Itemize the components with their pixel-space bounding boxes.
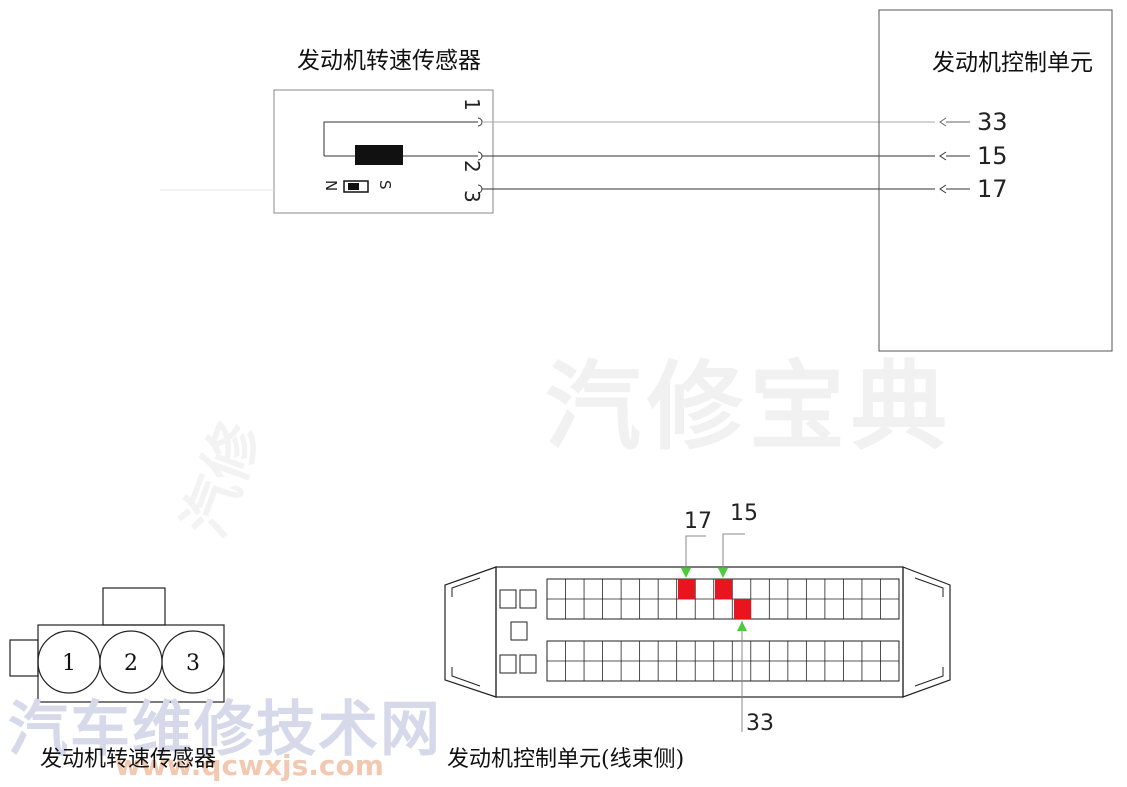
watermark-center: 汽修宝典 <box>545 351 953 463</box>
sensor-terminal-2 <box>477 151 483 161</box>
ecu-connector <box>444 566 951 698</box>
sensor-connector-label-1: 1 <box>62 651 76 676</box>
callout-15-label: 15 <box>730 501 758 526</box>
watermark-url: www.qcwxjs.com <box>115 749 384 782</box>
ecu-pin-33-arrow <box>939 117 947 127</box>
ecu-pin-17: 17 <box>977 175 1008 203</box>
sensor-coil <box>355 145 403 165</box>
sensor-caption: 发动机转速传感器 <box>40 747 216 772</box>
sensor-box <box>273 89 494 214</box>
callout-15-leader <box>722 533 745 574</box>
ecu-pin-15-arrow <box>939 151 947 161</box>
ecu-pin-33: 33 <box>977 108 1008 136</box>
sensor-connector-label-2: 2 <box>124 651 138 676</box>
callout-15-arrow <box>718 568 728 578</box>
ecu-cavity-15 <box>715 579 732 599</box>
ecu-pin-15: 15 <box>977 142 1008 170</box>
sensor-connector-label-3: 3 <box>186 651 200 676</box>
coil-lead-1 <box>323 121 478 156</box>
sensor-terminal-1 <box>477 117 483 127</box>
watermark-cn: 汽车维修技术网 <box>8 695 442 765</box>
ecu-caption: 发动机控制单元(线束侧) <box>447 747 684 772</box>
magnet-s-label: S <box>376 180 394 190</box>
callout-17-label: 17 <box>684 509 712 534</box>
callout-33-arrow <box>737 621 747 631</box>
sensor-pin-1: 1 <box>460 98 484 111</box>
sensor-title: 发动机转速传感器 <box>297 48 481 74</box>
watermark-side: 汽修 <box>170 412 274 545</box>
ecu-box <box>878 9 1113 352</box>
sensor-connector-latch <box>102 587 166 626</box>
ecu-cavity-33 <box>734 599 751 619</box>
sensor-connector-pin-3 <box>161 630 225 694</box>
callout-33-label: 33 <box>746 711 774 736</box>
ecu-cavity-17 <box>678 579 695 599</box>
ecu-title: 发动机控制单元 <box>932 50 1093 76</box>
sensor-pin-2: 2 <box>460 160 484 173</box>
magnet-core <box>348 183 359 190</box>
magnet-n-label: N <box>322 180 340 191</box>
sensor-connector-tab <box>9 639 39 677</box>
ecu-pin-17-arrow <box>939 184 947 194</box>
callout-17-leader <box>685 535 706 574</box>
callout-17-arrow <box>681 568 691 578</box>
